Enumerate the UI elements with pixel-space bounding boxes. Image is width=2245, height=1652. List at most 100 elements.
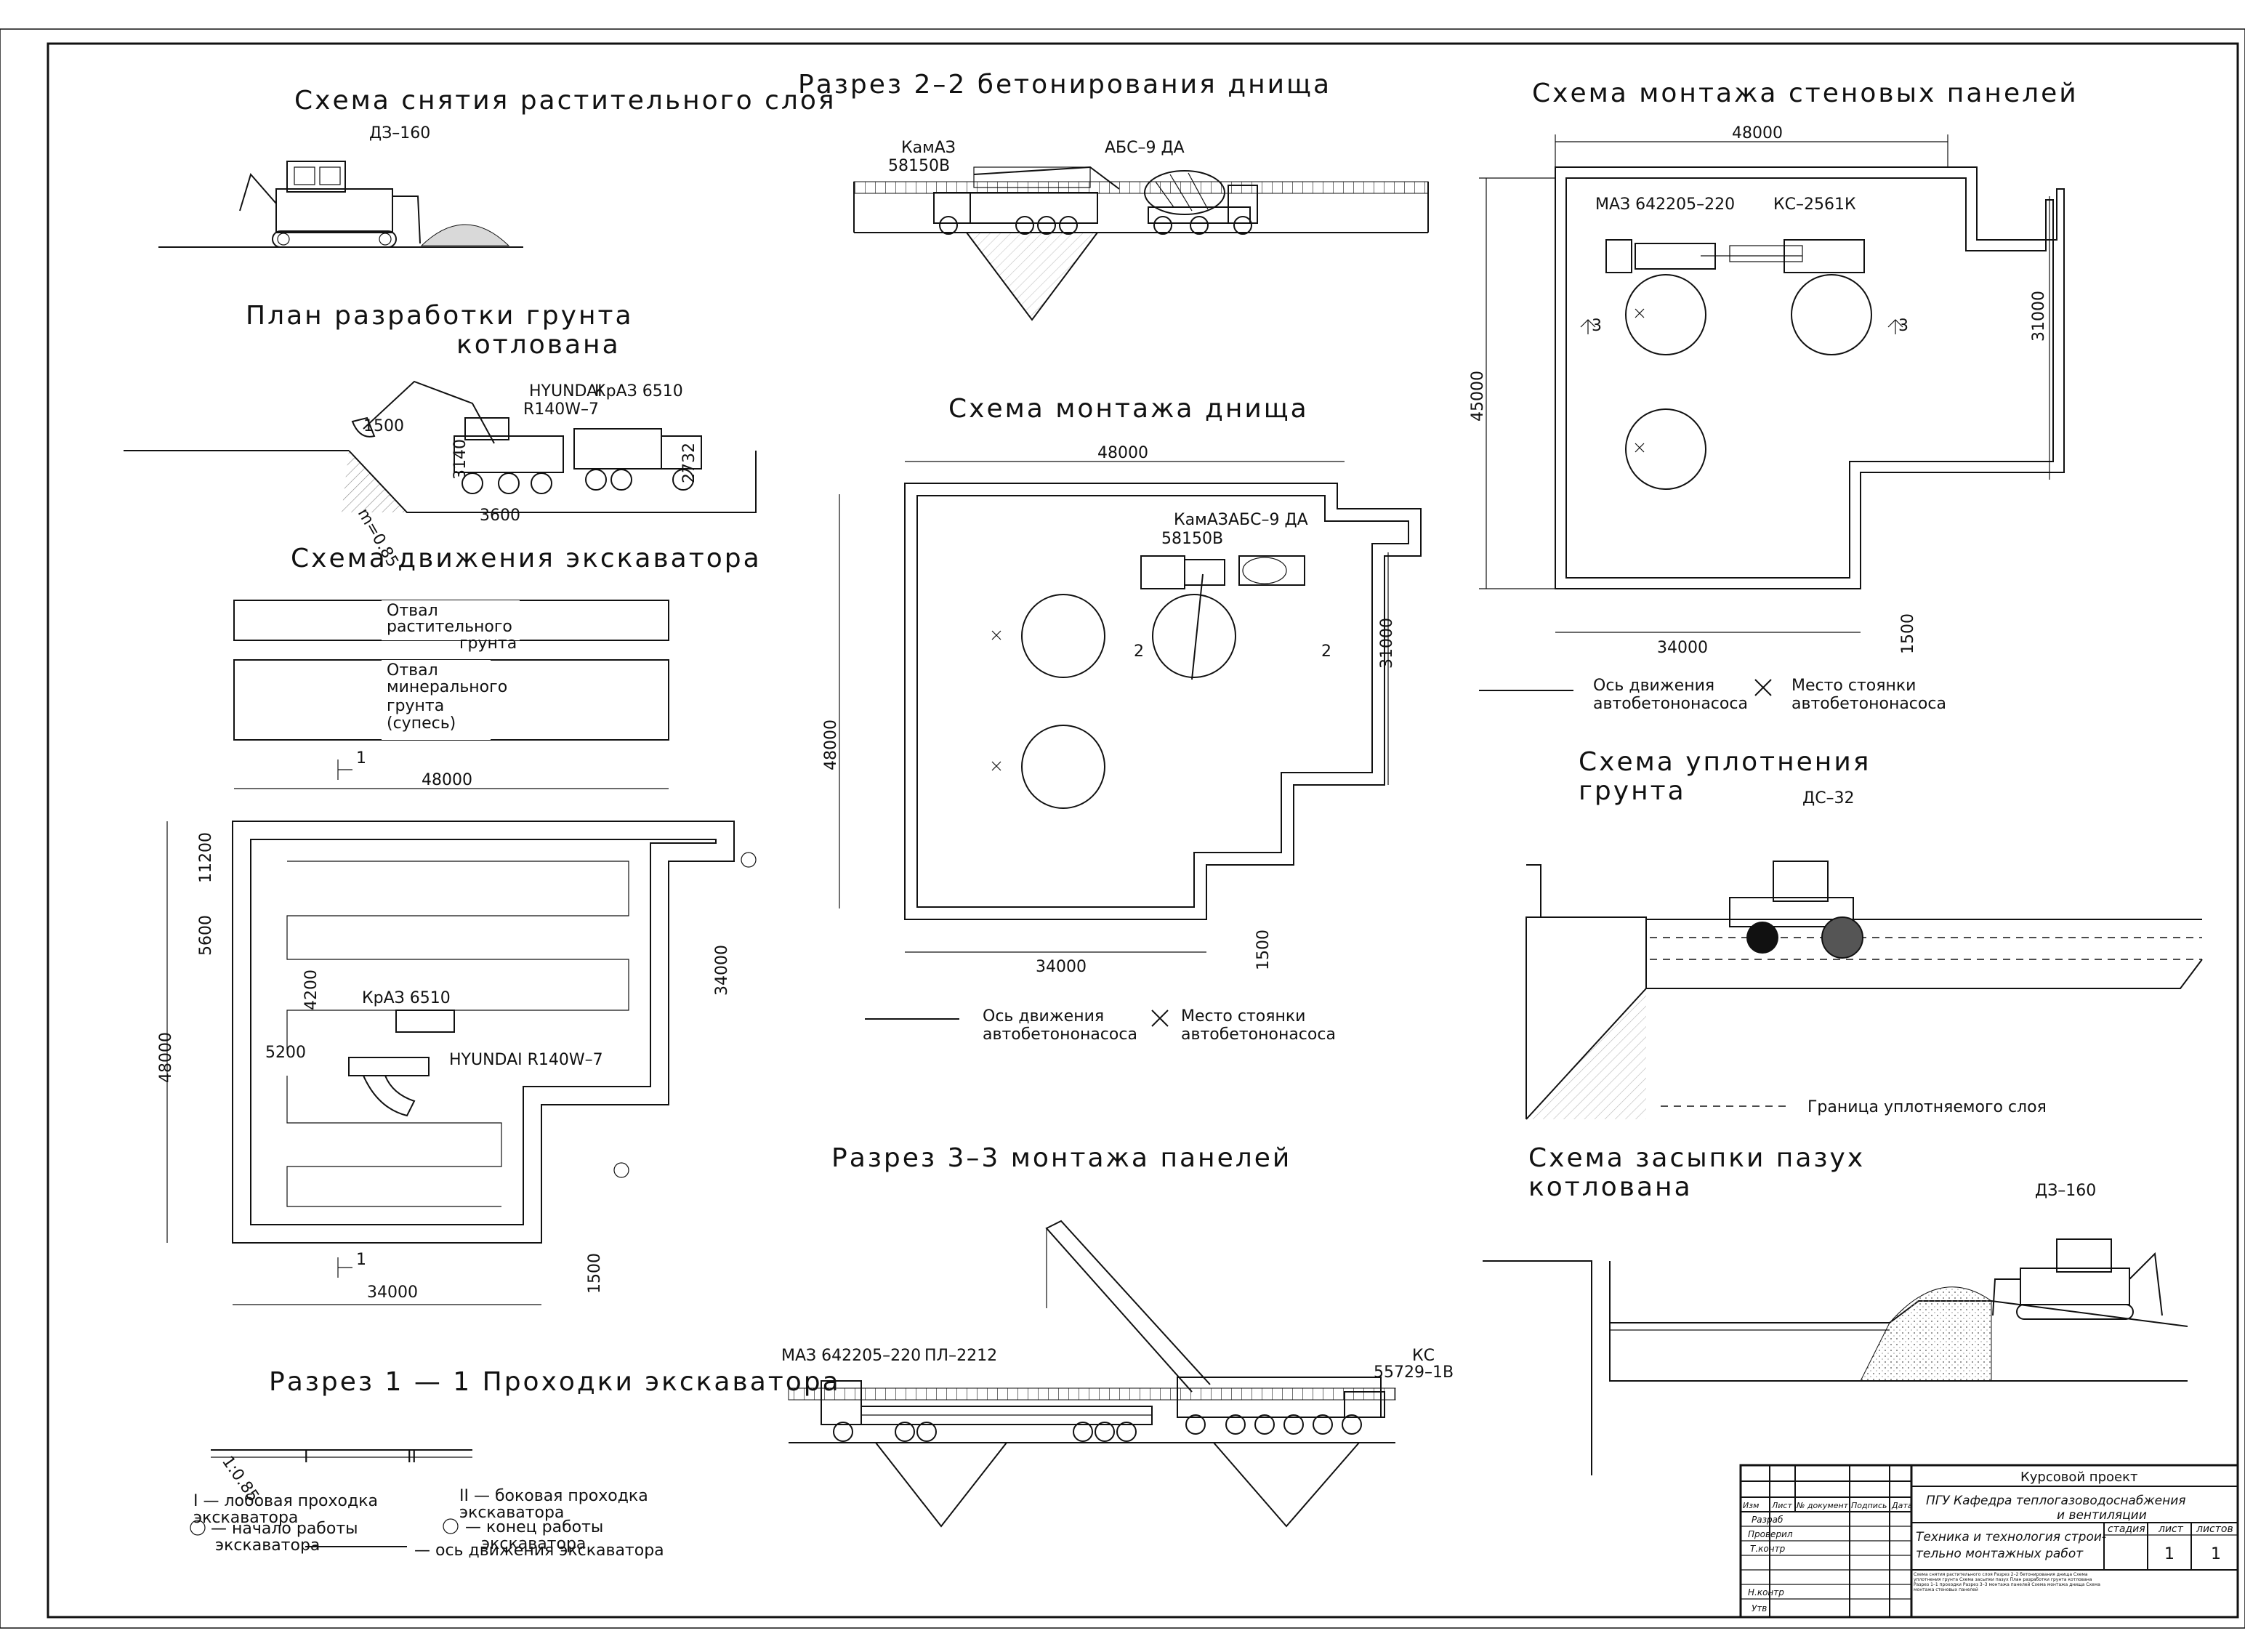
floor-kamaz-label: КамАЗ [1174, 511, 1228, 529]
stamp-col-list: Лист [1771, 1501, 1792, 1510]
stamp-theme-1: Техника и технология строи- [1916, 1530, 2106, 1544]
section-3-3: Разрез 3–3 монтажа панелей МАЗ 642205–22… [781, 1143, 1454, 1528]
motion-dim-34000-v: 34000 [713, 945, 731, 996]
walls-legend-axis-2: автобетононасоса [1593, 695, 1748, 713]
excavation-plan: План разработки грунта котлована 1500 31… [124, 301, 757, 571]
walls-truck-crane-icon [1605, 239, 1865, 273]
motion-dim-11200: 11200 [197, 832, 215, 883]
strip-topsoil-scheme: Схема снятия растительного слоя ДЗ–160 [158, 86, 837, 248]
motion-dim-5200: 5200 [265, 1044, 306, 1062]
walls-dim-48000: 48000 [1732, 124, 1783, 142]
compaction-scheme: Схема уплотнения грунта ДС–32 Граница уп… [1525, 747, 2203, 1120]
dump1-line2: растительного [387, 618, 512, 636]
legend-start-2: экскаватора [215, 1536, 320, 1555]
section-1-1: Разрез 1 — 1 Проходки экскаватора 1:0.85… [190, 1367, 841, 1560]
floor-legend-stand-1: Место стоянки [1181, 1007, 1305, 1026]
concrete-mixer-truck-icon [1144, 170, 1258, 235]
legend-end-2: экскаватора [481, 1535, 586, 1553]
legend-front-2: экскаватора [193, 1509, 298, 1527]
walls-legend-axis-1: Ось движения [1593, 677, 1714, 695]
compaction-machine-label: ДС–32 [1802, 789, 1855, 807]
compaction-title-2: грунта [1579, 776, 1686, 806]
motion-dim-48000-v: 48000 [157, 1032, 175, 1083]
stamp-col-doc: № документ [1796, 1501, 1849, 1510]
excavator-icon [351, 380, 564, 494]
floor-title: Схема монтажа днища [948, 394, 1309, 424]
legend-side-2: экскаватора [459, 1504, 564, 1522]
floor-legend-axis-1: Ось движения [983, 1007, 1104, 1026]
motion-dim-1500: 1500 [586, 1253, 604, 1294]
backfill-title-2: котлована [1528, 1172, 1693, 1202]
section11-title: Разрез 1 — 1 Проходки экскаватора [269, 1367, 841, 1397]
dump2-line2: минерального [387, 678, 507, 696]
walls-sec3-left: 3 [1592, 317, 1602, 335]
s33-pl-label: ПЛ–2212 [924, 1347, 997, 1365]
dump1-line1: Отвал [387, 602, 438, 620]
abs-label: АБС–9 ДА [1105, 139, 1185, 157]
motion-hyundai-label: HYUNDAI R140W–7 [449, 1051, 603, 1069]
legend-start-1: — начало работы [211, 1520, 358, 1538]
strip-title-line1: Схема снятия растительного слоя [294, 86, 837, 116]
stamp-col-izm: Изм [1743, 1501, 1759, 1510]
motion-sec1-top: 1 [356, 749, 366, 767]
walls-legend-stand-2: автобетононасоса [1791, 695, 1946, 713]
stamp-r-razrab: Разраб [1752, 1515, 1783, 1525]
floor-legend-stand-2: автобетононасоса [1181, 1026, 1336, 1044]
walls-title: Схема монтажа стеновых панелей [1532, 78, 2079, 108]
s33-maz-label: МАЗ 642205–220 [781, 1347, 921, 1365]
kamaz-label: КамАЗ [901, 139, 956, 157]
stamp-project: Курсовой проект [2020, 1470, 2137, 1485]
s11-roman1: I [304, 1448, 309, 1467]
stamp-h-sheets: листов [2196, 1523, 2233, 1535]
stamp-col-sign: Подпись [1851, 1501, 1887, 1510]
legend-end-1: — конец работы [465, 1518, 603, 1536]
kamaz-model-label: 58150В [888, 157, 950, 175]
floor-dim-34000: 34000 [1036, 958, 1087, 976]
wall-panels-scheme: Схема монтажа стеновых панелей 48000 450… [1469, 78, 2079, 713]
section22-title: Разрез 2–2 бетонирования днища [798, 70, 1331, 100]
floor-dim-48000-v: 48000 [822, 720, 840, 770]
s33-crane-icon [1045, 1220, 1385, 1435]
section-2-2: Разрез 2–2 бетонирования днища КамАЗ 581… [798, 70, 1429, 321]
backfill-machine-label: ДЗ–160 [2035, 1182, 2096, 1200]
exc-dim-1500: 1500 [363, 417, 404, 435]
roller-ds32-icon [1729, 861, 1863, 959]
dump2-line1: Отвал [387, 661, 438, 680]
backfill-scheme: Схема засыпки пазух котлована ДЗ–160 [1483, 1143, 2188, 1475]
floor-dim-48000: 48000 [1097, 444, 1148, 462]
stamp-h-stage: стадия [2108, 1523, 2145, 1535]
walls-sec3-right: 3 [1898, 317, 1909, 335]
walls-dim-1500: 1500 [1899, 613, 1917, 654]
stamp-sheet-no: 1 [2164, 1545, 2175, 1563]
walls-dim-31000: 31000 [2030, 291, 2048, 342]
motion-dim-5600: 5600 [197, 915, 215, 956]
excavation-plan-title-2: котлована [456, 330, 621, 360]
dozer-dz160-icon [239, 161, 421, 248]
walls-legend-stand-1: Место стоянки [1791, 677, 1916, 695]
exc-dim-3600: 3600 [480, 507, 520, 525]
dump2-line4: (супесь) [387, 714, 456, 733]
s33-truck-trailer-icon [821, 1380, 1153, 1442]
stamp-sheets-no: 1 [2211, 1545, 2221, 1563]
walls-dim-34000: 34000 [1657, 639, 1708, 657]
floor-legend-axis-2: автобетононасоса [983, 1026, 1137, 1044]
backfill-dozer-icon [1992, 1238, 2163, 1320]
legend-side-1: II — боковая проходка [459, 1487, 648, 1505]
compaction-legend: Граница уплотняемого слоя [1807, 1098, 2047, 1116]
motion-sec1-bottom: 1 [356, 1251, 366, 1269]
motion-dim-48000: 48000 [422, 771, 472, 789]
stamp-r-prover: Проверил [1748, 1529, 1793, 1539]
stamp-note: Схема снятия растительного слоя Разрез 2… [1914, 1572, 2100, 1592]
motion-kraz-label: КрАЗ 6510 [362, 989, 451, 1007]
floor-sec2-right: 2 [1321, 642, 1331, 661]
excavation-plan-title-1: План разработки грунта [246, 301, 634, 331]
motion-dim-4200: 4200 [302, 970, 321, 1010]
dump1-line3: грунта [459, 634, 517, 653]
stamp-org-1: ПГУ Кафедра теплогазоводоснабжения [1926, 1494, 2186, 1508]
excavator-motion-scheme: Схема движения экскаватора Отвал растите… [157, 544, 759, 1305]
exc-kraz-label: КрАЗ 6510 [594, 382, 683, 400]
section33-title: Разрез 3–3 монтажа панелей [831, 1143, 1291, 1173]
concrete-pump-truck-icon [933, 166, 1120, 235]
stamp-h-sheet: лист [2158, 1523, 2184, 1535]
